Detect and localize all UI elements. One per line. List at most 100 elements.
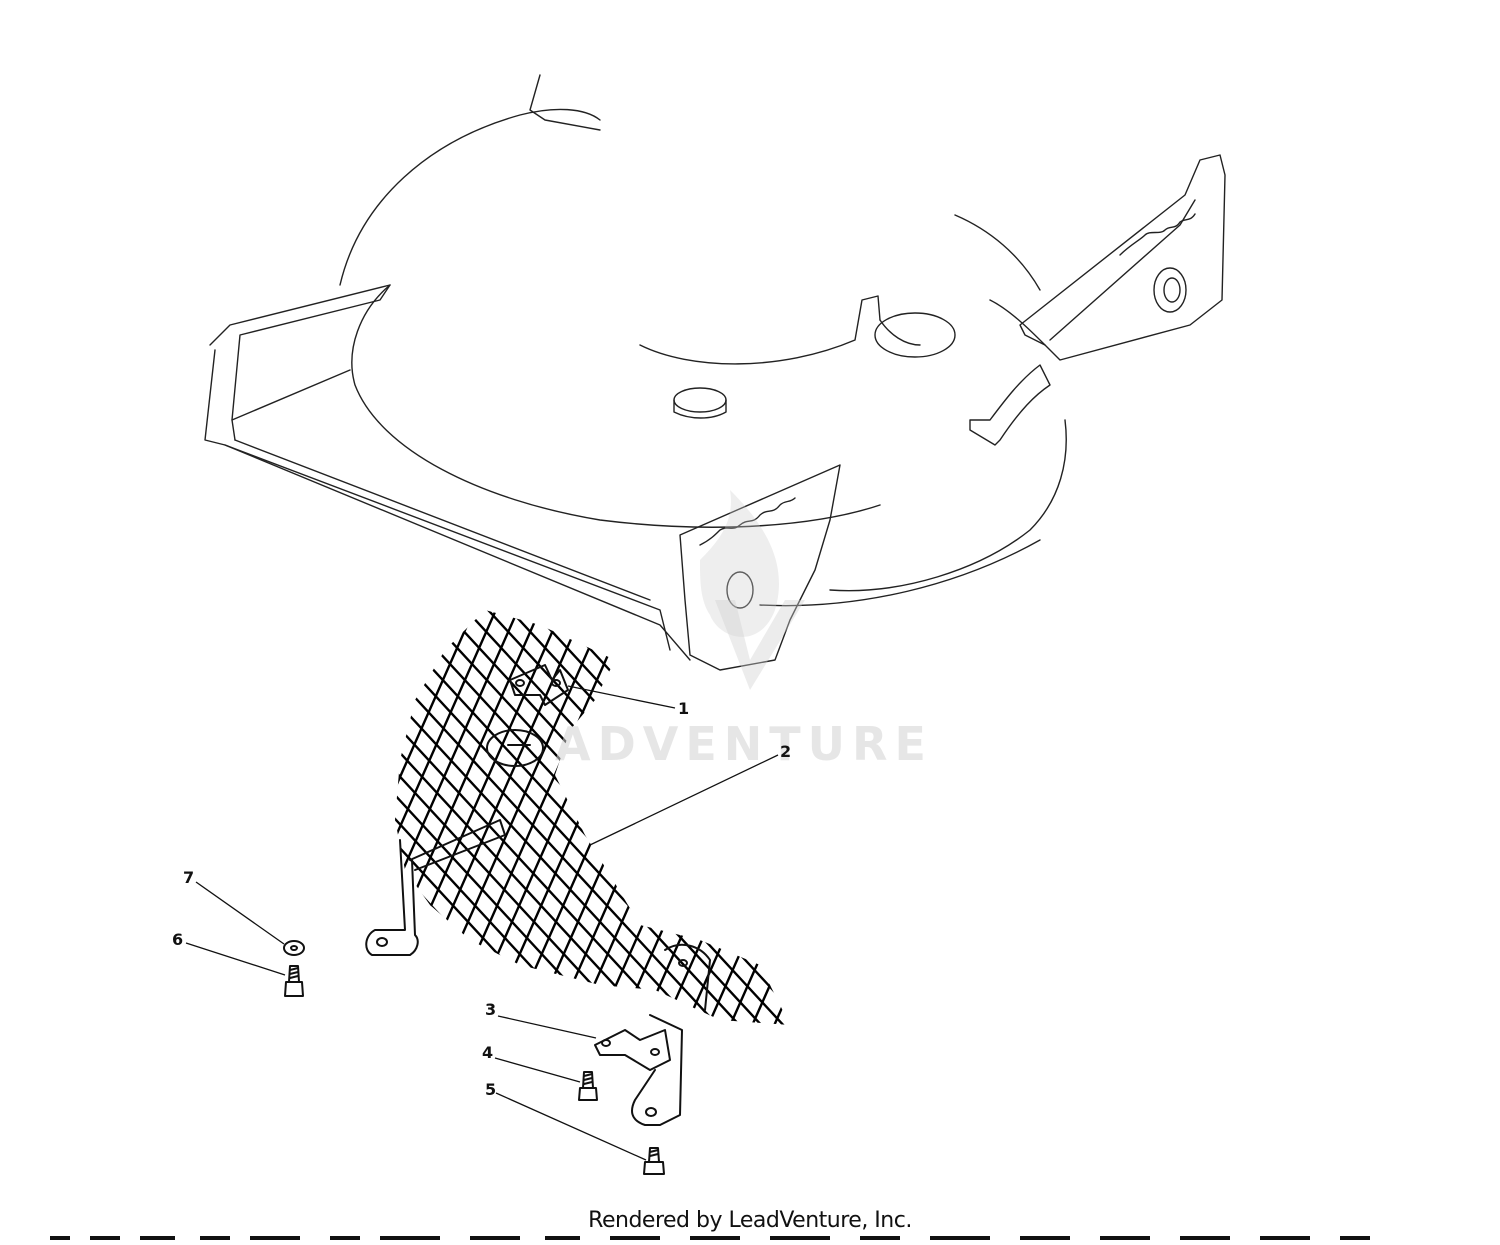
mesh-wire — [948, 560, 1178, 1080]
mesh-wire — [1344, 560, 1500, 1080]
mesh-wire — [0, 560, 144, 1080]
mesh-wire — [1036, 560, 1266, 1080]
mesh-wire — [2, 560, 232, 1080]
mesh-wire — [395, 610, 396, 1025]
mesh-wire — [506, 610, 740, 1025]
mesh-wire — [1058, 560, 1288, 1080]
mesh-wire — [1454, 560, 1500, 1080]
wire-mesh-shield — [0, 560, 1500, 1080]
mesh-wire — [1322, 560, 1500, 1080]
mesh-wire — [770, 610, 790, 1025]
mesh-wire — [572, 610, 790, 1025]
mesh-wire — [970, 560, 1450, 1080]
mesh-wire — [112, 560, 342, 1080]
mesh-wire — [0, 560, 188, 1080]
mesh-wire — [484, 610, 718, 1025]
mesh-wire — [1278, 560, 1500, 1080]
mesh-wire — [24, 560, 254, 1080]
mesh-wire — [1212, 560, 1442, 1080]
mesh-wire — [1344, 560, 1500, 1080]
mesh-wire — [0, 560, 122, 1080]
mesh-wire — [0, 560, 262, 1080]
mesh-wire — [838, 560, 1068, 1080]
mesh-wire — [395, 610, 770, 1025]
mesh-wire — [1190, 560, 1500, 1080]
mesh-wire — [1366, 560, 1500, 1080]
mesh-wire — [0, 560, 218, 1080]
mesh-wire — [1234, 560, 1500, 1080]
mesh-wire — [395, 610, 440, 1025]
mesh-wire — [395, 610, 462, 1025]
mesh-wire — [395, 610, 586, 1025]
mesh-wire — [1234, 560, 1464, 1080]
mesh-wire — [395, 610, 660, 1025]
mesh-wire — [1278, 560, 1500, 1080]
mesh-wire — [1388, 560, 1500, 1080]
mesh-wire — [1432, 560, 1500, 1080]
callout-2: 2 — [780, 742, 791, 761]
mesh-wire — [1102, 560, 1500, 1080]
mesh-wire — [1432, 560, 1500, 1080]
mesh-wire — [395, 610, 498, 1025]
mesh-wire — [992, 560, 1222, 1080]
mesh-wire — [948, 560, 1428, 1080]
mesh-wire — [395, 610, 528, 1025]
mesh-wire — [395, 610, 418, 1025]
leader-lines — [185, 685, 779, 1161]
callout-7: 7 — [183, 868, 194, 887]
mesh-wire — [1102, 560, 1332, 1080]
callout-3: 3 — [485, 1000, 496, 1019]
mesh-wire — [1168, 560, 1398, 1080]
mesh-wire — [726, 610, 790, 1025]
mesh-wire — [816, 560, 1296, 1080]
mesh-wire — [1322, 560, 1500, 1080]
mesh-wire — [616, 610, 790, 1025]
mesh-wire — [134, 560, 364, 1080]
mesh-wire — [395, 610, 638, 1025]
mesh-wire — [1146, 560, 1500, 1080]
mesh-wire — [0, 560, 86, 1080]
mesh-wire — [1168, 560, 1500, 1080]
mesh-wire — [0, 560, 328, 1080]
mesh-wire — [156, 560, 386, 1080]
mesh-wire — [0, 560, 64, 1080]
watermark-text: ADVENTURE — [555, 717, 933, 771]
mesh-wire — [1256, 560, 1486, 1080]
mesh-wire — [748, 610, 790, 1025]
mesh-wire — [860, 560, 1340, 1080]
mesh-wire — [0, 560, 350, 1080]
mesh-wire — [395, 610, 790, 1025]
mesh-wire — [0, 560, 174, 1080]
footer-credit: Rendered by LeadVenture, Inc. — [588, 1208, 912, 1233]
mesh-wire — [1058, 560, 1500, 1080]
mesh-wire — [0, 560, 20, 1080]
mesh-wire — [770, 610, 790, 1025]
bracket-clip-part-1 — [486, 664, 569, 767]
mesh-wire — [682, 610, 790, 1025]
mesh-wire — [1080, 560, 1310, 1080]
mesh-wire — [46, 560, 276, 1080]
mesh-wire — [68, 560, 298, 1080]
mesh-wire — [528, 610, 762, 1025]
callout-4: 4 — [482, 1043, 493, 1062]
mesh-wire — [506, 610, 790, 1025]
mesh-wire — [395, 610, 410, 1025]
mesh-wire — [726, 610, 790, 1025]
bolt-part-5 — [643, 1147, 665, 1175]
bolt-part-6 — [284, 965, 304, 997]
mesh-wire — [1014, 560, 1244, 1080]
mesh-wire — [0, 560, 78, 1080]
mower-deck — [204, 74, 1226, 671]
mesh-wire — [1190, 560, 1420, 1080]
mesh-wire — [1476, 560, 1500, 1080]
mesh-wire — [0, 560, 12, 1080]
bolt-part-4 — [578, 1071, 598, 1101]
mesh-wire — [904, 560, 1134, 1080]
mesh-wire — [926, 560, 1156, 1080]
mesh-wire — [970, 560, 1200, 1080]
mesh-wire — [926, 560, 1406, 1080]
mesh-wire — [395, 610, 484, 1025]
mesh-wire — [1410, 560, 1500, 1080]
mesh-wire — [0, 560, 240, 1080]
mesh-wire — [882, 560, 1112, 1080]
